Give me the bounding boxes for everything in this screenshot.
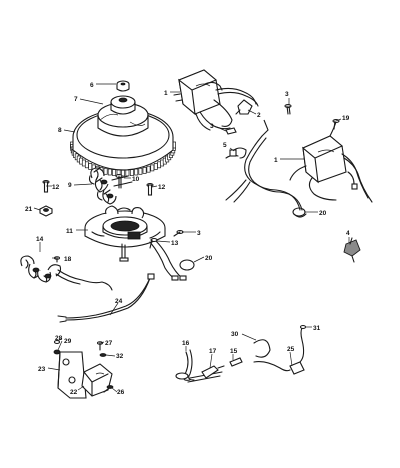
callout-10: 10 [132, 176, 140, 183]
callout-31: 31 [313, 325, 321, 332]
callout-32: 32 [116, 353, 124, 360]
callout-labels: 1 1 2 3 3 3 4 5 6 7 8 9 10 11 12 12 13 1… [25, 82, 350, 396]
lead-25 [253, 324, 307, 375]
stator-plate [84, 205, 187, 281]
callout-7: 7 [74, 96, 78, 103]
screw-27 [96, 341, 104, 351]
ring-gear-tooth [134, 168, 139, 176]
ring-gear-tooth [112, 169, 117, 176]
flywheel [70, 95, 176, 177]
callout-22: 22 [70, 389, 78, 396]
leader-lines [33, 83, 350, 393]
ring-gear-tooth [88, 163, 93, 170]
switch-box-lower [289, 121, 373, 203]
callout-26: 26 [117, 389, 125, 396]
callout-13: 13 [171, 240, 179, 247]
callout-8: 8 [58, 127, 62, 134]
nut-21 [39, 205, 53, 217]
callout-3-middle: 3 [210, 123, 214, 130]
rectifier-bracket [57, 351, 87, 399]
ring-gear-tooth [146, 165, 151, 173]
callout-3-lower: 3 [197, 230, 201, 237]
callout-15: 15 [230, 348, 238, 355]
callout-3-upper: 3 [285, 91, 289, 98]
terminal-15 [229, 357, 243, 367]
washer-28 [53, 339, 61, 345]
callout-20-lower: 20 [205, 255, 213, 262]
callout-14: 14 [36, 236, 44, 243]
callout-30: 30 [231, 331, 239, 338]
ring-gear-tooth [125, 169, 130, 177]
callout-4: 4 [346, 230, 350, 237]
ring-gear-tooth [129, 169, 134, 176]
callout-21: 21 [25, 206, 33, 213]
callout-16: 16 [182, 340, 190, 347]
callout-12-left: 12 [52, 184, 60, 191]
callout-17: 17 [209, 348, 217, 355]
screw [115, 173, 123, 189]
callout-19: 19 [342, 115, 350, 122]
screw-3-upper [284, 103, 292, 115]
callout-24: 24 [115, 298, 123, 305]
ring-clip-30 [253, 339, 271, 358]
callout-2: 2 [257, 112, 261, 119]
callout-20-upper: 20 [319, 210, 327, 217]
callout-1-lower: 1 [274, 157, 278, 164]
callout-23: 23 [38, 366, 46, 373]
plug-2 [235, 99, 253, 115]
screw-3-lower [173, 229, 184, 237]
ring-gear-tooth [150, 164, 155, 172]
screw-left [42, 179, 50, 193]
switch-box-upper [173, 69, 259, 131]
callout-25: 25 [287, 346, 295, 353]
callout-27: 27 [105, 340, 113, 347]
lead-wire-24 [57, 273, 155, 323]
callout-9: 9 [68, 182, 72, 189]
callout-18: 18 [64, 256, 72, 263]
nut-29 [53, 349, 61, 355]
screw-18 [53, 256, 61, 263]
screw-3-middle [225, 127, 237, 135]
screw-right [146, 182, 154, 196]
wire-harness [225, 119, 303, 211]
callout-11: 11 [66, 228, 73, 235]
callout-1-upper: 1 [164, 90, 168, 97]
ring-gear-tooth [153, 163, 158, 170]
callout-6: 6 [90, 82, 94, 89]
charge-coil [20, 255, 113, 291]
ring-gear-tooth [138, 167, 143, 175]
flywheel-nut [116, 80, 130, 92]
plug-4 [343, 237, 361, 263]
screw-26 [103, 385, 114, 393]
screw-32 [99, 353, 107, 357]
callout-28: 28 [55, 335, 63, 342]
callout-12-right: 12 [158, 184, 166, 191]
grommet-20-lower [179, 259, 195, 271]
ring-gear-tooth [103, 167, 108, 175]
ring-gear-tooth [107, 168, 112, 176]
screw-13 [149, 237, 158, 249]
ring-gear-tooth [142, 167, 147, 174]
rectifier [81, 363, 113, 397]
callout-29: 29 [64, 338, 72, 345]
ring-gear-tooth [84, 161, 89, 169]
callout-5: 5 [223, 142, 227, 149]
